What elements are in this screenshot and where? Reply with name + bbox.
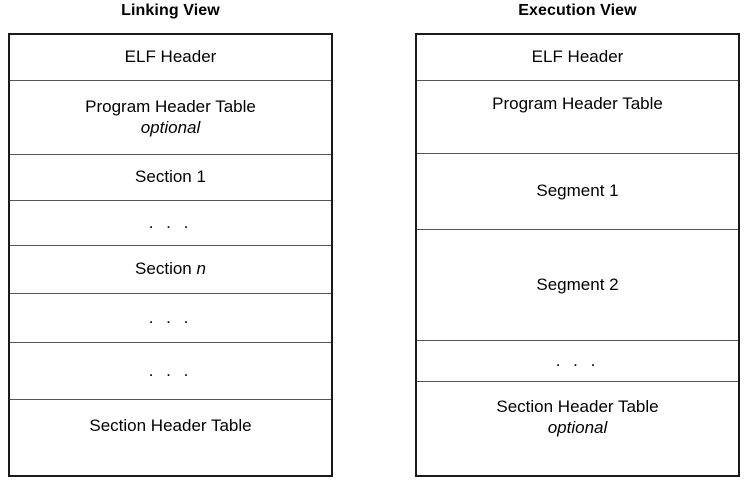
row-label: Section Header Table	[89, 416, 252, 435]
execution-row-ellipsis: . . .	[417, 341, 738, 382]
execution-row-section-header-table: Section Header Table optional	[417, 382, 738, 475]
execution-row-elf-header: ELF Header	[417, 35, 738, 81]
row-label-prefix: Section	[135, 259, 197, 279]
row-label: ELF Header	[531, 47, 624, 67]
ellipsis-text: . . .	[148, 308, 193, 327]
row-label: Section 1	[135, 167, 206, 187]
linking-row-section-1: Section 1	[10, 155, 331, 201]
execution-row-segment-1: Segment 1	[417, 154, 738, 230]
row-label: Segment 2	[536, 274, 619, 294]
linking-row-elf-header: ELF Header	[10, 35, 331, 81]
row-label: Section n	[135, 259, 206, 280]
row-label: Segment 1	[536, 181, 619, 201]
row-label: Program Header Table	[492, 94, 663, 113]
ellipsis-text: . . .	[148, 361, 193, 380]
linking-view-box: ELF Header Program Header Table optional…	[8, 33, 333, 477]
row-label: ELF Header	[124, 47, 217, 67]
row-label: Section Header Table	[496, 397, 659, 416]
linking-row-ellipsis-1: . . .	[10, 201, 331, 246]
linking-row-section-header-table: Section Header Table	[10, 400, 331, 475]
row-sublabel-optional: optional	[140, 117, 201, 137]
linking-row-program-header-table: Program Header Table optional	[10, 81, 331, 155]
row-label-italic-index: n	[196, 259, 206, 279]
ellipsis-text: . . .	[148, 213, 193, 232]
execution-view-title: Execution View	[518, 2, 637, 19]
linking-view-title: Linking View	[121, 2, 220, 19]
linking-row-ellipsis-3: . . .	[10, 343, 331, 400]
ellipsis-text: . . .	[555, 351, 600, 370]
linking-row-ellipsis-2: . . .	[10, 294, 331, 343]
execution-row-segment-2: Segment 2	[417, 230, 738, 341]
row-sublabel-optional: optional	[547, 417, 608, 437]
linking-row-section-n: Section n	[10, 246, 331, 294]
execution-row-program-header-table: Program Header Table	[417, 81, 738, 154]
row-label: Program Header Table	[85, 96, 256, 116]
execution-view-box: ELF Header Program Header Table Segment …	[415, 33, 740, 477]
